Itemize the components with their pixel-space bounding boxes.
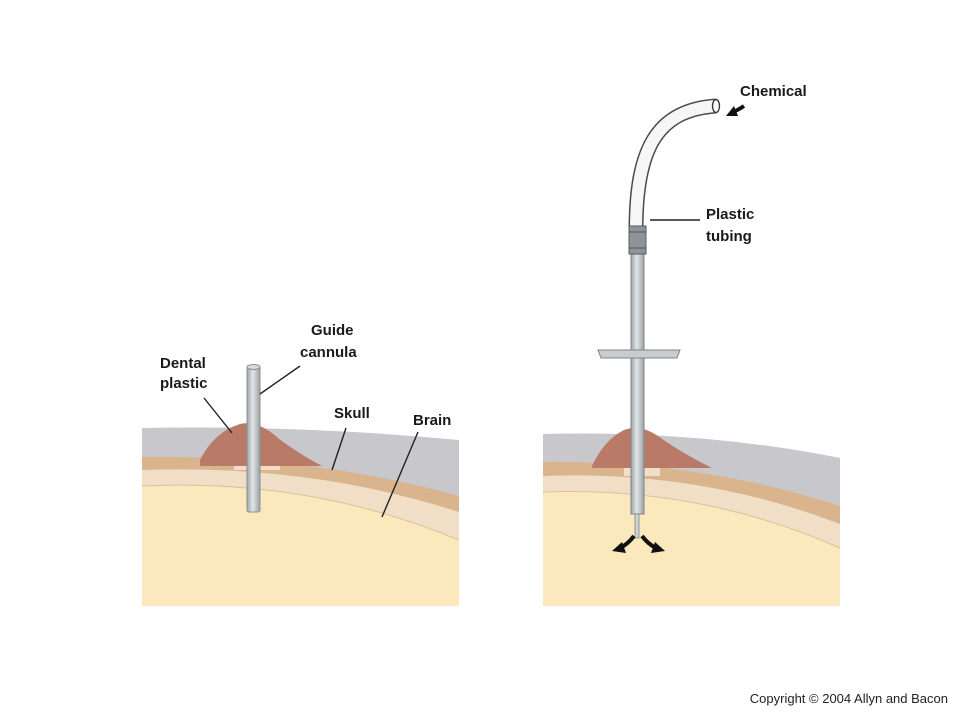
- chemical-arrowhead: [726, 106, 738, 116]
- brain-leader: [381, 431, 419, 518]
- guide-cannula-leader: [259, 365, 301, 395]
- dental-plastic-label-line2: plastic: [160, 375, 208, 392]
- diffusion-arrowhead-left: [612, 542, 626, 553]
- guide-cannula: [246, 365, 261, 513]
- skull-leader: [331, 427, 347, 471]
- injector-tip: [634, 513, 640, 539]
- plastic-tubing-body: [630, 100, 717, 231]
- left-head-section: [142, 423, 459, 606]
- plastic-tubing-label-line1: Plastic: [706, 206, 754, 223]
- brain-tissue: [142, 485, 459, 606]
- plastic-tubing-opening: [711, 98, 721, 114]
- injection-cannula: [630, 251, 645, 515]
- brain-surface-line: [142, 484, 459, 541]
- brain-tissue: [543, 491, 840, 606]
- guide-cannula-top: [246, 364, 261, 370]
- tubing-connector: [628, 225, 647, 255]
- dental-plastic-leader: [203, 397, 233, 434]
- left-panel: Guide cannula Dental plastic Skull Brain: [142, 322, 459, 606]
- chemical-label: Chemical: [740, 83, 807, 100]
- injector-collar: [597, 349, 681, 359]
- guide-cannula-label-line2: cannula: [300, 344, 357, 361]
- copyright-notice: Copyright © 2004 Allyn and Bacon: [749, 691, 948, 706]
- plastic-tubing-label-line2: tubing: [706, 228, 752, 245]
- dental-plastic-mound: [592, 428, 712, 468]
- dental-plastic-label-line1: Dental: [160, 355, 206, 372]
- skull-label: Skull: [334, 405, 370, 422]
- guide-cannula-label-line1: Guide: [311, 322, 354, 339]
- dental-plastic-mound: [200, 423, 322, 466]
- brain-label: Brain: [413, 412, 451, 429]
- diffusion-arrowhead-right: [651, 542, 665, 553]
- right-panel: Chemical Plastic tubing: [543, 83, 840, 606]
- brain-surface-line: [543, 491, 840, 549]
- right-head-section: [543, 428, 840, 606]
- tubing-connector-lines: [629, 231, 646, 249]
